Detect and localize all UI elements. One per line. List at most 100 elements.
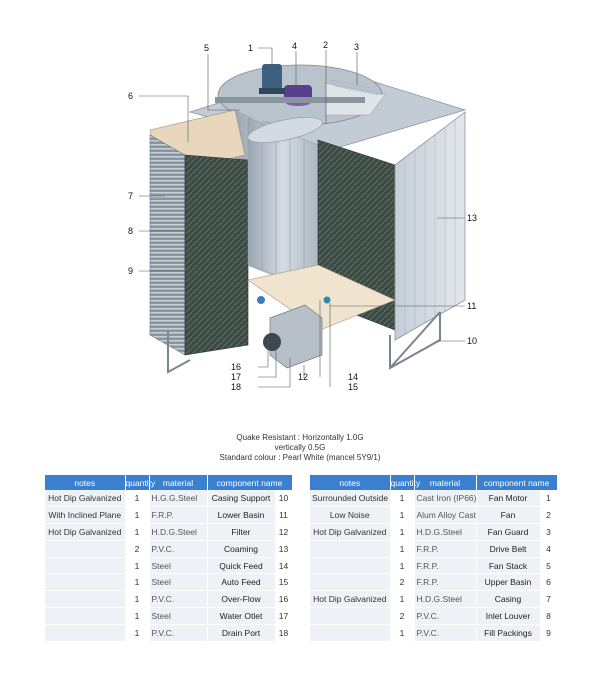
callout-10: 10: [467, 336, 477, 346]
row-quantity: 1: [125, 523, 150, 541]
spec-colour: Standard colour : Pearl White (mancel 5Y…: [219, 453, 381, 462]
table-header-row: notes quantity material component name: [310, 475, 558, 490]
row-quantity: 1: [390, 624, 415, 643]
row-quantity: 1: [390, 506, 415, 524]
row-quantity: 1: [125, 557, 150, 575]
row-notes: [310, 607, 391, 626]
row-number: 4: [540, 540, 558, 558]
row-notes: [45, 590, 126, 609]
callout-3: 3: [354, 42, 359, 52]
row-material: P.V.C.: [414, 607, 477, 626]
row-notes: Hot Dip Galvanized: [310, 523, 391, 541]
row-notes: Surrounded Outside: [310, 490, 391, 507]
row-material: F.R.P.: [414, 540, 477, 558]
row-notes: Hot Dip Galvanized: [45, 490, 126, 507]
row-component: Lower Basin: [207, 506, 276, 524]
row-material: Cast Iron (IP66): [414, 490, 477, 507]
row-quantity: 2: [390, 607, 415, 626]
row-material: P.V.C.: [149, 540, 208, 558]
row-number: 13: [275, 540, 293, 558]
row-component: Fan Stack: [476, 557, 541, 575]
row-component: Water Otlet: [207, 607, 276, 626]
table-header-row: notes quantity material component name: [45, 475, 293, 490]
row-quantity: 1: [390, 590, 415, 609]
row-material: Steel: [149, 607, 208, 626]
callout-7: 7: [128, 191, 133, 201]
header-component-name: component name: [207, 475, 293, 490]
row-component: Over-Flow: [207, 590, 276, 609]
row-material: H.D.G.Steel: [149, 523, 208, 541]
row-material: P.V.C.: [149, 590, 208, 609]
row-number: 9: [540, 624, 558, 643]
row-number: 18: [275, 624, 293, 643]
row-component: Fan Guard: [476, 523, 541, 541]
parts-table-left: notes quantity material component name H…: [45, 475, 293, 643]
casing-right: [394, 111, 466, 341]
row-component: Inlet Louver: [476, 607, 541, 626]
row-notes: [45, 540, 126, 558]
row-notes: [45, 607, 126, 626]
callout-17: 17: [231, 372, 241, 382]
row-number: 3: [540, 523, 558, 541]
fill-packing-left: [184, 154, 249, 356]
row-material: F.R.P.: [149, 506, 208, 524]
row-component: Quick Feed: [207, 557, 276, 575]
row-notes: [45, 557, 126, 575]
filter-box: [269, 304, 323, 369]
row-quantity: 2: [390, 573, 415, 592]
row-notes: [310, 540, 391, 558]
row-material: H.G.G.Steel: [149, 490, 208, 507]
spec-quake: Quake Resistant : Horizontally 1.0G: [236, 433, 364, 442]
row-quantity: 1: [125, 490, 150, 507]
callout-18: 18: [231, 382, 241, 392]
row-number: 14: [275, 557, 293, 575]
row-component: Casing Support: [207, 490, 276, 507]
row-quantity: 1: [125, 506, 150, 524]
row-notes: Hot Dip Galvanized: [310, 590, 391, 609]
row-quantity: 1: [390, 540, 415, 558]
row-number: 11: [275, 506, 293, 524]
row-notes: With Inclined Plane: [45, 506, 126, 524]
header-material: material: [149, 475, 208, 490]
header-notes: notes: [310, 475, 391, 490]
row-number: 10: [275, 490, 293, 507]
row-material: P.V.C.: [414, 624, 477, 643]
callout-1: 1: [248, 43, 253, 53]
callout-6: 6: [128, 91, 133, 101]
row-number: 12: [275, 523, 293, 541]
row-material: Alum Alloy Cast: [414, 506, 477, 524]
row-component: Upper Basin: [476, 573, 541, 592]
spec-vertical: vertically 0.5G: [274, 443, 326, 452]
callout-11: 11: [467, 301, 476, 311]
callout-5: 5: [204, 43, 209, 53]
row-material: F.R.P.: [414, 557, 477, 575]
row-material: Steel: [149, 573, 208, 592]
fan-motor-beam: [215, 97, 365, 103]
row-quantity: 1: [125, 624, 150, 643]
callout-8: 8: [128, 226, 133, 236]
header-component-name: component name: [476, 475, 558, 490]
row-material: F.R.P.: [414, 573, 477, 592]
row-material: H.D.G.Steel: [414, 590, 477, 609]
row-quantity: 1: [125, 590, 150, 609]
fan-motor: [259, 64, 285, 94]
header-material: material: [414, 475, 477, 490]
row-component: Filter: [207, 523, 276, 541]
callout-2: 2: [323, 40, 328, 50]
row-quantity: 1: [125, 607, 150, 626]
row-material: Steel: [149, 557, 208, 575]
callout-12: 12: [298, 372, 308, 382]
row-notes: [310, 573, 391, 592]
